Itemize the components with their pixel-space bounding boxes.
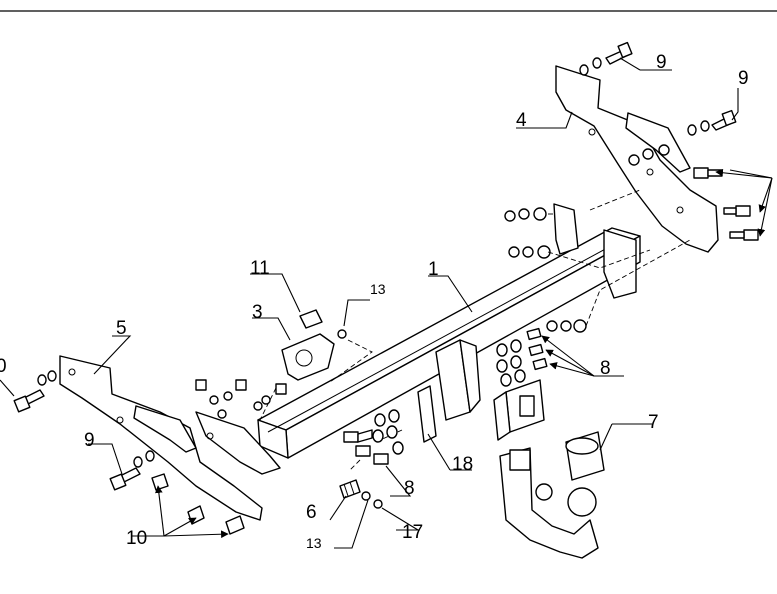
label-13-bottom: 13 <box>306 535 322 551</box>
label-3: 3 <box>252 302 263 323</box>
bolt-set-top <box>579 41 737 136</box>
label-8-upper: 8 <box>600 358 611 379</box>
label-1: 1 <box>428 259 439 280</box>
left-nuts <box>195 379 287 419</box>
label-8-lower: 8 <box>404 478 415 499</box>
spring-and-nut <box>339 479 383 509</box>
label-13-top: 13 <box>370 281 386 297</box>
upper-washers <box>504 207 587 333</box>
crossbar-side-plates <box>435 203 637 421</box>
label-5: 5 <box>116 318 127 339</box>
bolt-set-left <box>13 370 245 535</box>
label-4: 4 <box>516 110 527 131</box>
label-9-right: 9 <box>738 68 749 89</box>
bolt-set-8-upper <box>496 327 548 387</box>
side-bolts-right <box>693 167 759 241</box>
lower-side-plate <box>417 385 437 443</box>
label-11: 11 <box>250 258 270 279</box>
socket-plate <box>281 309 347 381</box>
leader-lines <box>0 57 773 549</box>
socket-block <box>493 379 545 441</box>
label-10-cut: 0 <box>0 356 7 377</box>
label-18: 18 <box>452 454 473 475</box>
label-7: 7 <box>648 412 659 433</box>
left-mounting-bracket <box>59 355 281 521</box>
bracket-nuts <box>628 144 670 166</box>
label-17: 17 <box>402 522 423 543</box>
label-10: 10 <box>126 528 147 549</box>
part-labels: 1 3 4 5 6 7 8 8 9 9 9 10 0 11 13 13 17 1… <box>0 52 749 551</box>
label-9-top: 9 <box>656 52 667 73</box>
towball-assembly <box>499 431 605 559</box>
bolt-set-8-lower <box>343 409 404 465</box>
label-9-left: 9 <box>84 430 95 451</box>
label-6: 6 <box>306 502 317 523</box>
